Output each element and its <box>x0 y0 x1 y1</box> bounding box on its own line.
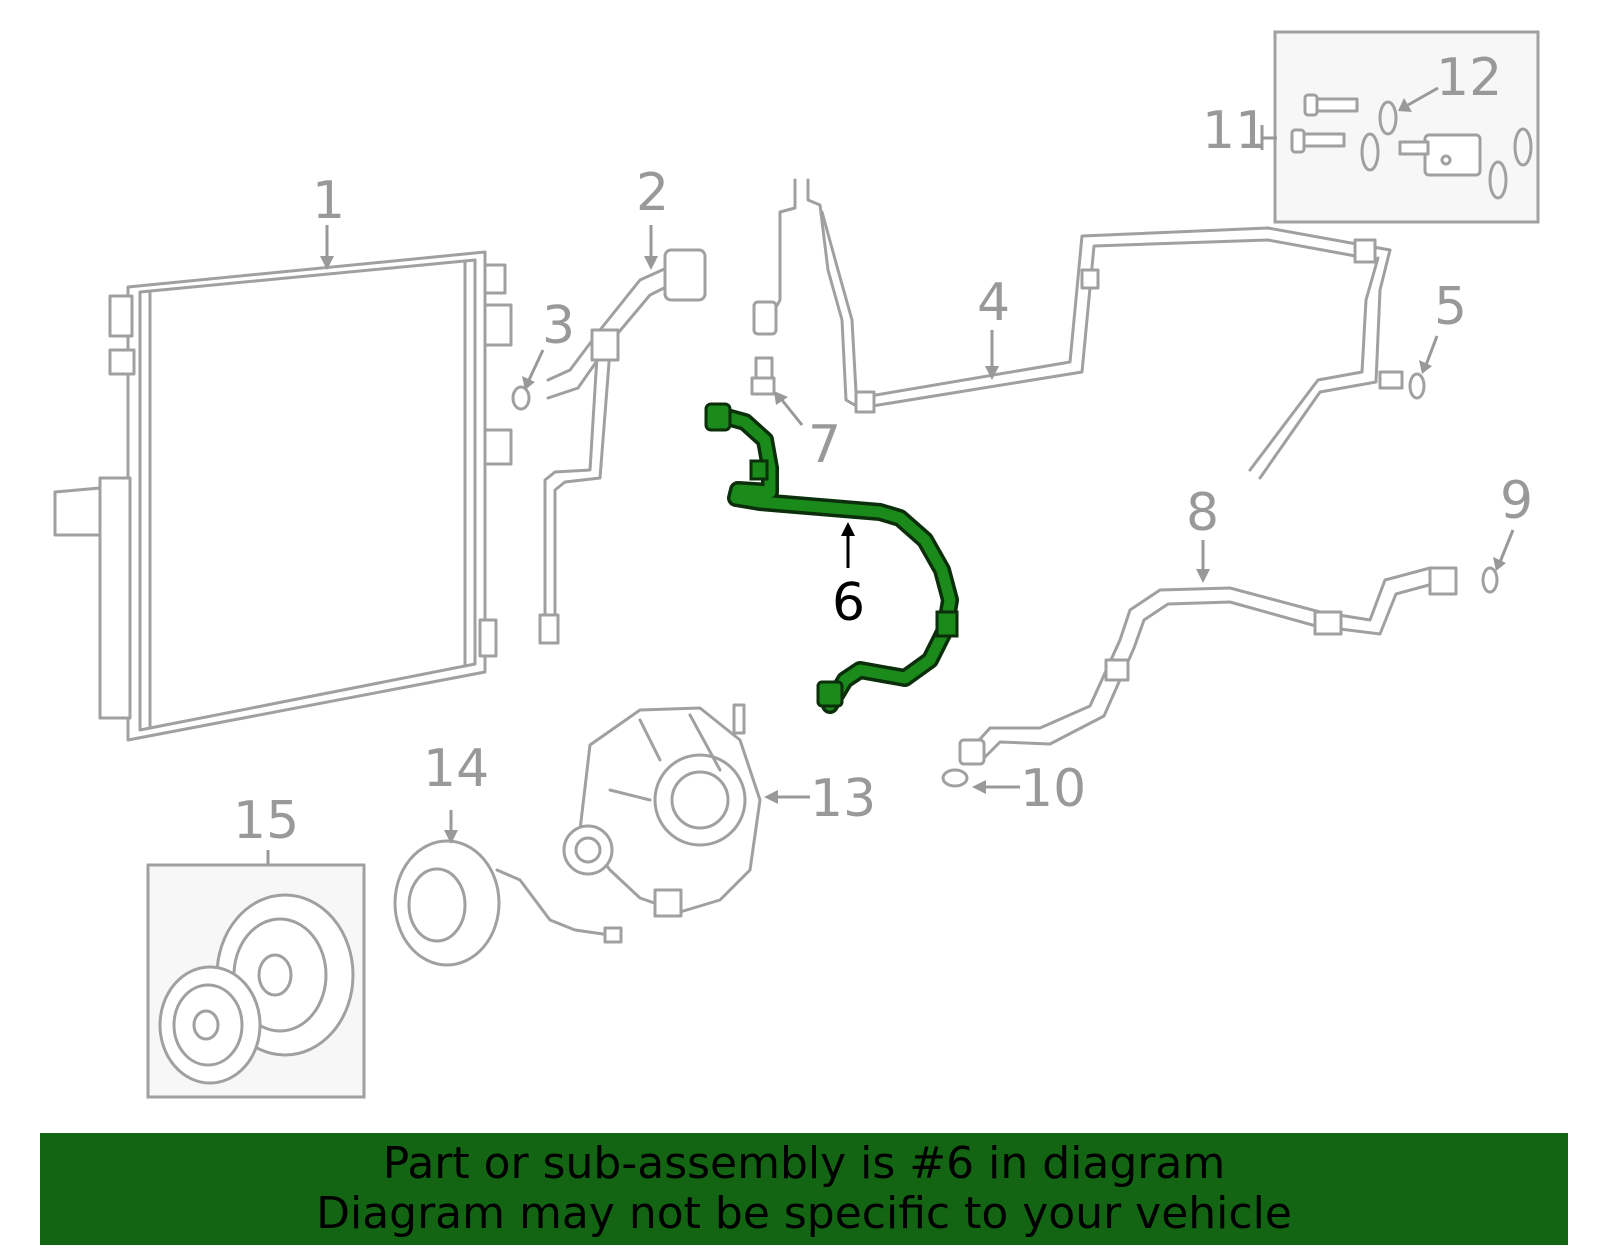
callout-5: 5 <box>1434 277 1467 337</box>
callout-7: 7 <box>808 415 841 475</box>
callout-3: 3 <box>542 296 575 356</box>
callout-labels: 1 2 3 4 5 6 7 8 9 10 11 12 13 14 15 <box>233 48 1533 851</box>
callout-11: 11 <box>1202 101 1268 161</box>
callout-12: 12 <box>1436 48 1502 108</box>
leader-lines <box>266 86 1515 865</box>
banner-line-1: Part or sub-assembly is #6 in diagram <box>382 1138 1226 1189</box>
callout-1: 1 <box>312 171 345 231</box>
callout-6: 6 <box>832 573 865 633</box>
part-13-compressor[interactable] <box>562 703 762 918</box>
part-11-12-kit-box[interactable] <box>1273 30 1540 224</box>
callout-10: 10 <box>1020 759 1086 819</box>
part-10-o-ring[interactable] <box>941 768 969 788</box>
callout-9: 9 <box>1500 471 1533 531</box>
part-15-clutch-kit-box[interactable] <box>146 863 366 1099</box>
part-3-o-ring[interactable] <box>511 385 531 411</box>
banner-line-2: Diagram may not be specific to your vehi… <box>316 1188 1292 1239</box>
part-14-clutch-coil[interactable] <box>393 839 623 967</box>
part-9-o-ring[interactable] <box>1481 566 1499 594</box>
callout-15: 15 <box>233 791 299 851</box>
info-banner: Part or sub-assembly is #6 in diagram Di… <box>40 1133 1568 1245</box>
part-6-discharge-hose[interactable] <box>704 402 959 714</box>
part-4-suction-line[interactable] <box>752 178 1404 480</box>
callout-2: 2 <box>636 163 669 223</box>
callout-8: 8 <box>1186 483 1219 543</box>
part-8-hose[interactable] <box>958 566 1458 766</box>
callout-14: 14 <box>423 739 489 799</box>
part-5-o-ring[interactable] <box>1408 372 1426 400</box>
part-1-condenser[interactable] <box>53 250 513 742</box>
part-7-pressure-switch[interactable] <box>750 356 776 396</box>
callout-4: 4 <box>977 273 1010 333</box>
callout-13: 13 <box>810 769 876 829</box>
part-2-liquid-line[interactable] <box>538 248 707 645</box>
